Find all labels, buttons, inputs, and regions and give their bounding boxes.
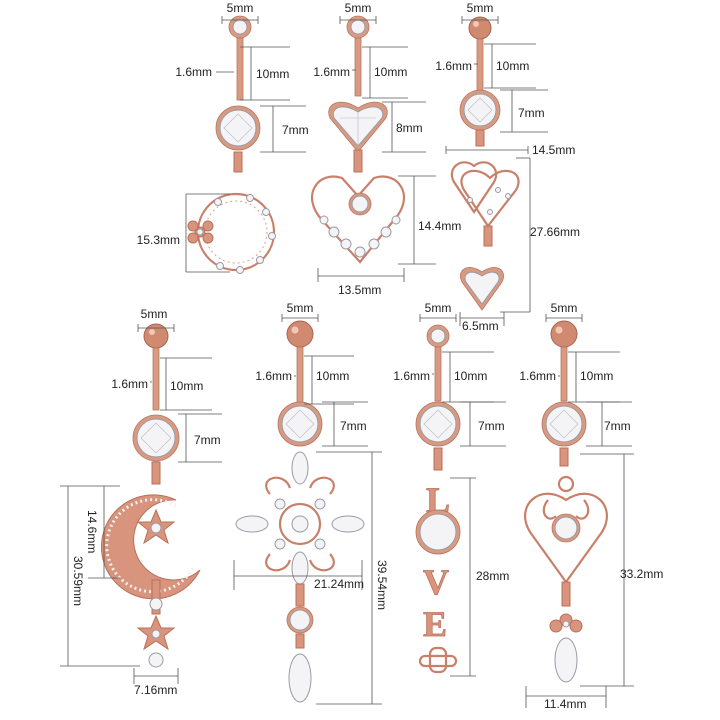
bar-width-label: 1.6mm: [255, 369, 292, 383]
dangle-length-label: 27.66mm: [530, 225, 580, 239]
bar-length-label: 10mm: [454, 369, 487, 383]
top-ball: [550, 320, 578, 348]
piercing-cross: 5mm 1.6mm 10mm 7mm 21.24mm 39.54mm: [233, 301, 389, 705]
star-width-label: 7.16mm: [134, 683, 177, 697]
piercing-heart: 5mm 1.6mm 10mm 8mm 14.4mm 13.5mm: [310, 1, 461, 297]
love-letter-v: V: [423, 562, 449, 602]
gem-size-label: 8mm: [396, 121, 423, 135]
main-gem: [219, 109, 257, 147]
dangle-length-label: 39.54mm: [375, 560, 389, 610]
dangle-length-label: 30.59mm: [71, 556, 85, 606]
filigree-heart-frame: [524, 492, 608, 584]
heart-width-label: 14.5mm: [532, 143, 575, 157]
top-width-label: 5mm: [287, 301, 314, 315]
gem-size-label: 7mm: [518, 106, 545, 120]
top-width-label: 5mm: [227, 1, 254, 15]
bar-width-label: 1.6mm: [393, 369, 430, 383]
bar: [296, 346, 304, 404]
bar: [152, 347, 160, 411]
dangle-width-label: 13.5mm: [338, 283, 381, 297]
gem-size-label: 7mm: [478, 419, 505, 433]
gem-size-label: 7mm: [282, 123, 309, 137]
top-ball: [286, 320, 314, 348]
dangle-height-label: 14.4mm: [418, 219, 461, 233]
piercing-filigree-heart: 5mm 1.6mm 10mm 7mm 33.2mm 11.4mm: [519, 301, 663, 711]
marquise-gem-top: [291, 451, 309, 485]
heart-center-gem: [554, 516, 578, 540]
dangle-length-label: 33.2mm: [620, 567, 663, 581]
piercing-flower-circle: 5mm 1.6mm 10mm 7mm 15.3mm: [137, 1, 309, 274]
dangle-length-label: 28mm: [476, 569, 509, 583]
cross-frame: [278, 502, 322, 546]
moon-height-label: 14.6mm: [85, 510, 99, 553]
cross-width-label: 21.24mm: [314, 577, 364, 591]
bar: [476, 38, 484, 92]
bottom-gem-label: 6.5mm: [462, 319, 499, 333]
bar-length-label: 10mm: [374, 65, 407, 79]
bar-width-label: 1.6mm: [313, 65, 350, 79]
bar-length-label: 10mm: [316, 369, 349, 383]
love-letter-e: E: [423, 604, 447, 644]
piercing-double-heart: 5mm 1.6mm 10mm 7mm 14.5mm 27.66mm 6.5mm: [435, 1, 580, 333]
top-width-label: 5mm: [551, 301, 578, 315]
piercing-love: L V E 5mm 1.6mm 10mm 7mm 28mm: [393, 301, 509, 677]
bar: [434, 346, 442, 402]
marquise-gem-bottom: [554, 637, 578, 683]
top-width-label: 5mm: [345, 1, 372, 15]
main-gem: [545, 405, 583, 443]
bottom-width-label: 11.4mm: [544, 697, 586, 711]
bar: [560, 346, 568, 402]
flower-icon: [187, 220, 214, 244]
dangle-size-label: 15.3mm: [137, 233, 180, 247]
bar-length-label: 10mm: [256, 67, 289, 81]
bar-length-label: 10mm: [580, 369, 613, 383]
letter-o-gem: [419, 513, 457, 551]
marquise-gem-bottom: [288, 653, 312, 703]
bar-width-label: 1.6mm: [111, 377, 148, 391]
moon-shape: [100, 494, 201, 600]
gem-size-label: 7mm: [340, 419, 367, 433]
main-gem: [281, 405, 319, 443]
top-width-label: 5mm: [141, 307, 168, 321]
gem-size-label: 7mm: [194, 433, 221, 447]
center-gem: [351, 195, 369, 213]
cross-charm-icon: [418, 646, 458, 674]
bottom-heart-gem: [464, 271, 500, 305]
gem-size-label: 7mm: [604, 419, 631, 433]
bar-width-label: 1.6mm: [175, 65, 212, 79]
bar: [354, 37, 362, 97]
bar-width-label: 1.6mm: [435, 59, 472, 73]
flower-charm-icon: [549, 613, 583, 633]
top-width-label: 5mm: [425, 301, 452, 315]
heart-outline-large: [460, 169, 520, 228]
main-gem: [419, 405, 457, 443]
bar-length-label: 10mm: [496, 59, 529, 73]
main-gem: [463, 93, 497, 127]
piercing-moon-star: 5mm 1.6mm 10mm 7mm 14.6mm 30.59mm 7.16mm: [60, 307, 222, 697]
bar-width-label: 1.6mm: [519, 369, 556, 383]
top-width-label: 5mm: [467, 1, 494, 15]
bar-length-label: 10mm: [170, 379, 203, 393]
main-gem: [136, 418, 176, 458]
